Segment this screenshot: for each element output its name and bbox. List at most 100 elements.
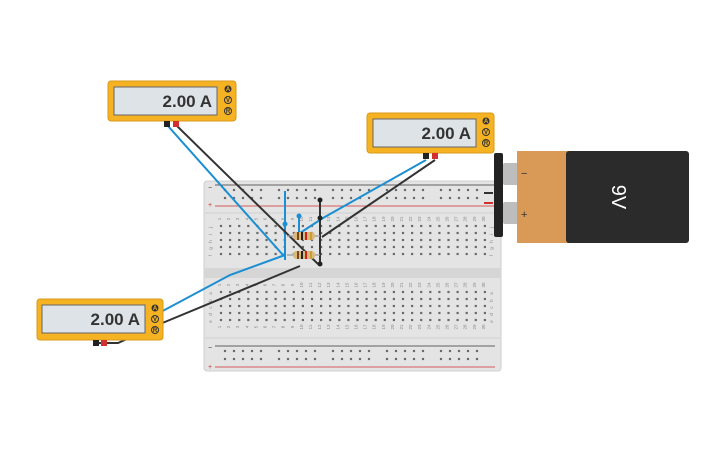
breadboard-hole[interactable] <box>365 224 368 228</box>
breadboard-hole[interactable] <box>483 238 486 242</box>
breadboard-hole[interactable] <box>403 188 407 192</box>
breadboard-hole[interactable] <box>232 196 236 200</box>
breadboard-hole[interactable] <box>385 357 389 361</box>
breadboard-hole[interactable] <box>329 245 332 249</box>
breadboard-hole[interactable] <box>383 245 386 249</box>
breadboard-hole[interactable] <box>277 357 281 361</box>
breadboard-hole[interactable] <box>465 290 468 294</box>
breadboard-hole[interactable] <box>329 318 332 322</box>
breadboard-hole[interactable] <box>448 188 452 192</box>
breadboard-hole[interactable] <box>483 224 486 228</box>
breadboard-hole[interactable] <box>394 349 398 353</box>
wire-top-left-meter-black[interactable] <box>176 125 319 265</box>
endpoint-dot[interactable] <box>317 261 323 267</box>
breadboard-hole[interactable] <box>383 318 386 322</box>
wire-top-right-meter-black[interactable] <box>321 159 436 238</box>
breadboard[interactable]: − + − + 11122233344455566677788899910101… <box>203 180 502 372</box>
breadboard-hole[interactable] <box>247 304 250 308</box>
breadboard-hole[interactable] <box>277 349 281 353</box>
breadboard-hole[interactable] <box>358 188 362 192</box>
breadboard-hole[interactable] <box>367 357 371 361</box>
breadboard-hole[interactable] <box>349 357 353 361</box>
breadboard-hole[interactable] <box>374 245 377 249</box>
breadboard-hole[interactable] <box>250 357 254 361</box>
breadboard-hole[interactable] <box>475 357 479 361</box>
breadboard-hole[interactable] <box>365 318 368 322</box>
mode-knob-a[interactable] <box>224 85 232 93</box>
breadboard-hole[interactable] <box>329 304 332 308</box>
breadboard-hole[interactable] <box>356 304 359 308</box>
breadboard-hole[interactable] <box>356 224 359 228</box>
breadboard-hole[interactable] <box>394 357 398 361</box>
breadboard-hole[interactable] <box>329 311 332 315</box>
breadboard-hole[interactable] <box>457 196 461 200</box>
breadboard-hole[interactable] <box>340 188 344 192</box>
breadboard-hole[interactable] <box>219 231 223 235</box>
breadboard-hole[interactable] <box>383 290 386 294</box>
mode-knob-r[interactable] <box>482 139 490 147</box>
breadboard-hole[interactable] <box>356 245 359 249</box>
breadboard-hole[interactable] <box>456 297 459 301</box>
breadboard-hole[interactable] <box>329 252 332 256</box>
breadboard-hole[interactable] <box>241 196 245 200</box>
wire-top-right-meter-blue[interactable] <box>299 159 427 234</box>
breadboard-hole[interactable] <box>392 238 395 242</box>
breadboard-hole[interactable] <box>483 318 486 322</box>
breadboard-hole[interactable] <box>274 290 277 294</box>
breadboard-hole[interactable] <box>219 238 223 242</box>
breadboard-hole[interactable] <box>385 349 389 353</box>
breadboard-hole[interactable] <box>456 290 459 294</box>
breadboard-hole[interactable] <box>340 357 344 361</box>
breadboard-hole[interactable] <box>247 311 250 315</box>
breadboard-hole[interactable] <box>365 304 368 308</box>
breadboard-hole[interactable] <box>456 231 459 235</box>
breadboard-hole[interactable] <box>295 349 299 353</box>
breadboard-hole[interactable] <box>247 318 250 322</box>
breadboard-hole[interactable] <box>448 349 452 353</box>
breadboard-hole[interactable] <box>383 304 386 308</box>
breadboard-hole[interactable] <box>439 349 443 353</box>
breadboard-hole[interactable] <box>457 188 461 192</box>
breadboard-hole[interactable] <box>438 252 441 256</box>
breadboard-hole[interactable] <box>465 318 468 322</box>
black-wires[interactable] <box>97 125 493 344</box>
breadboard-hole[interactable] <box>365 297 368 301</box>
breadboard-hole[interactable] <box>250 196 254 200</box>
breadboard-hole[interactable] <box>365 245 368 249</box>
probe-terminal-black[interactable] <box>164 121 170 127</box>
probe-terminal-red[interactable] <box>101 340 107 346</box>
wire-top-left-meter-blue[interactable] <box>167 125 284 256</box>
breadboard-hole[interactable] <box>401 252 405 256</box>
breadboard-hole[interactable] <box>438 238 441 242</box>
breadboard-hole[interactable] <box>349 349 353 353</box>
breadboard-hole[interactable] <box>438 231 441 235</box>
breadboard-hole[interactable] <box>320 231 323 235</box>
breadboard-hole[interactable] <box>392 311 395 315</box>
breadboard-hole[interactable] <box>338 245 341 249</box>
breadboard-hole[interactable] <box>447 238 450 242</box>
breadboard-hole[interactable] <box>439 196 443 200</box>
breadboard-hole[interactable] <box>338 231 341 235</box>
breadboard-hole[interactable] <box>256 304 259 308</box>
breadboard-hole[interactable] <box>356 297 359 301</box>
mode-knob-r[interactable] <box>151 326 159 334</box>
mode-knob-v[interactable] <box>151 315 159 323</box>
breadboard-hole[interactable] <box>292 297 295 301</box>
breadboard-hole[interactable] <box>448 196 452 200</box>
breadboard-hole[interactable] <box>265 238 268 242</box>
breadboard-hole[interactable] <box>349 188 353 192</box>
breadboard-hole[interactable] <box>247 252 250 256</box>
breadboard-hole[interactable] <box>277 188 281 192</box>
breadboard-hole[interactable] <box>338 304 341 308</box>
breadboard-hole[interactable] <box>356 290 359 294</box>
breadboard-hole[interactable] <box>429 231 432 235</box>
breadboard-hole[interactable] <box>229 290 232 294</box>
breadboard-hole[interactable] <box>238 231 241 235</box>
breadboard-hole[interactable] <box>420 318 423 322</box>
breadboard-hole[interactable] <box>383 252 386 256</box>
breadboard-hole[interactable] <box>465 238 468 242</box>
breadboard-hole[interactable] <box>247 245 250 249</box>
breadboard-hole[interactable] <box>465 311 468 315</box>
breadboard-hole[interactable] <box>310 297 314 301</box>
breadboard-hole[interactable] <box>474 231 477 235</box>
